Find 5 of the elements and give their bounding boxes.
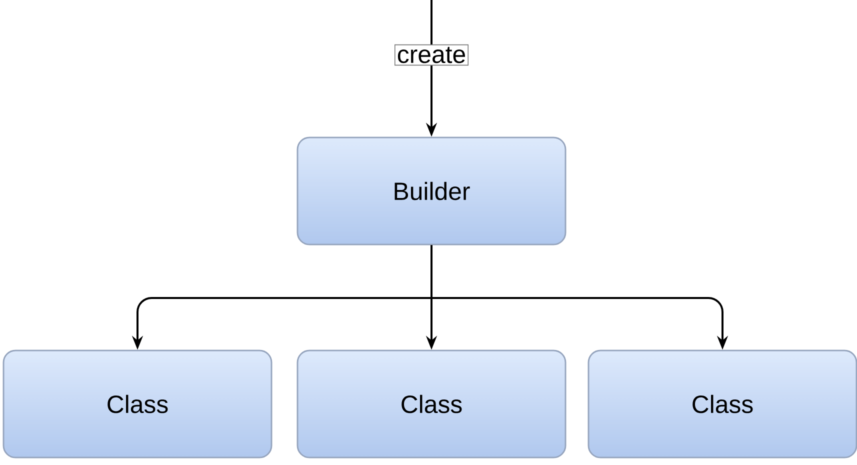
process-box: Builder — [296, 136, 566, 246]
process-box: Class — [588, 350, 857, 458]
process-box: Class — [296, 350, 566, 458]
edge-label: create — [394, 44, 469, 66]
process-box: Class — [2, 350, 272, 458]
